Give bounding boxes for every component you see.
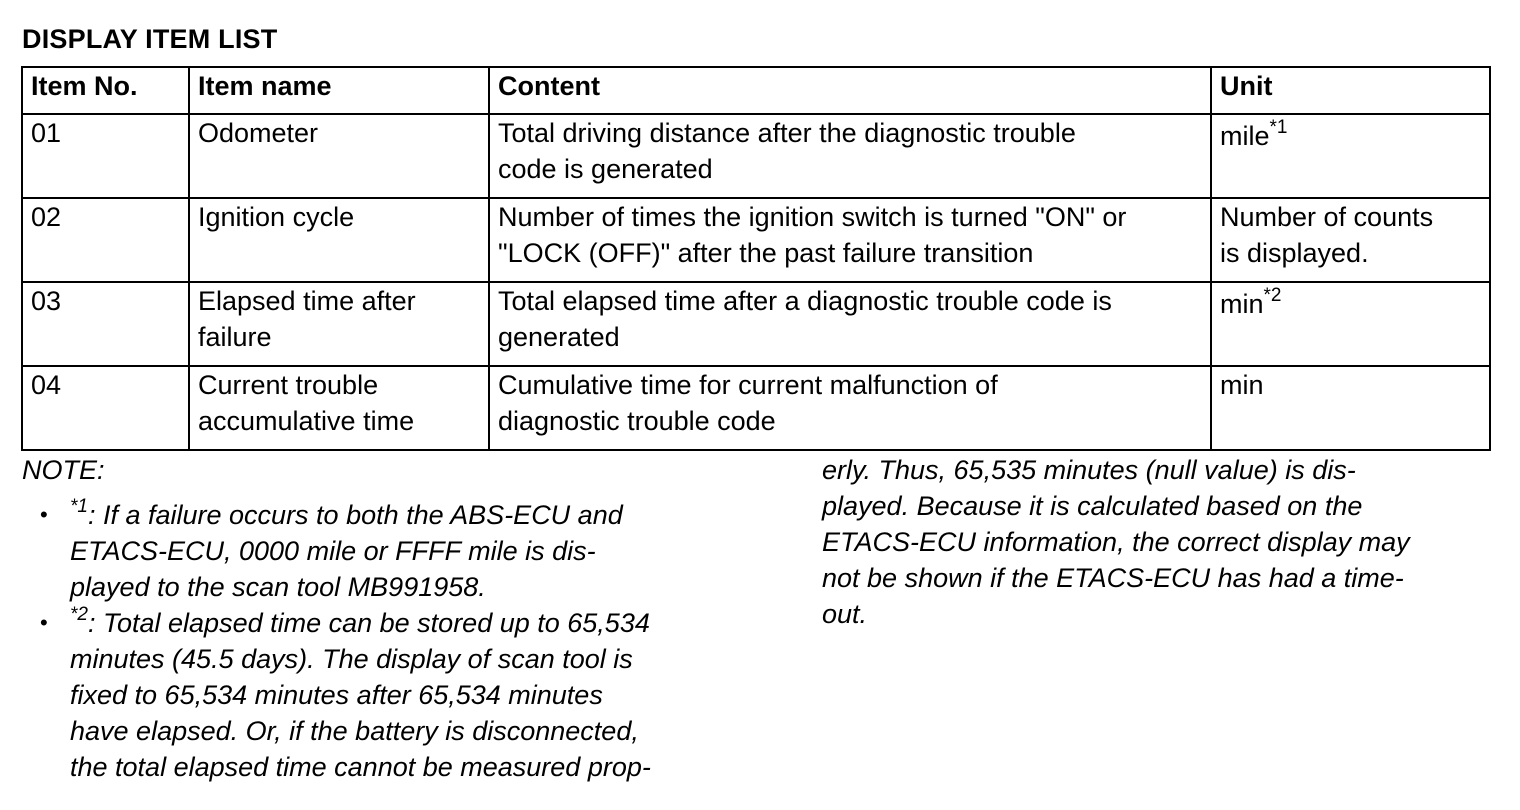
- item-name-cell: Ignition cycle: [188, 197, 490, 283]
- item-no: 01: [31, 118, 62, 148]
- note-line: not be shown if the ETACS-ECU has had a …: [822, 563, 1404, 593]
- note-bullet-text: *2: Total elapsed time can be stored up …: [70, 605, 740, 785]
- unit-text: mile: [1220, 121, 1270, 151]
- unit-cell: mile*1: [1210, 113, 1491, 199]
- header-unit: Unit: [1210, 66, 1491, 115]
- bullet-dot: •: [40, 610, 48, 635]
- item-name: Ignition cycle: [198, 202, 355, 232]
- content-line: Cumulative time for current malfunction …: [498, 370, 998, 400]
- header-content: Content: [488, 66, 1212, 115]
- footnote-marker: *2: [70, 604, 88, 625]
- display-item-table: Item No. Item name Content Unit 01 Odome…: [21, 66, 1491, 451]
- table-row: 03 Elapsed time after failure Total elap…: [21, 281, 1491, 367]
- content-line: Number of times the ignition switch is t…: [498, 202, 1127, 232]
- content-line: Total elapsed time after a diagnostic tr…: [498, 286, 1112, 316]
- content-line: diagnostic trouble code: [498, 406, 776, 436]
- note-line: minutes (45.5 days). The display of scan…: [70, 644, 633, 674]
- content-line: generated: [498, 322, 620, 352]
- item-no-cell: 02: [21, 197, 190, 283]
- content-cell: Total driving distance after the diagnos…: [488, 113, 1212, 199]
- header-item-name: Item name: [188, 66, 490, 115]
- unit-cell: Number of counts is displayed.: [1210, 197, 1491, 283]
- unit-cell: min*2: [1210, 281, 1491, 367]
- note-line: out.: [822, 599, 868, 629]
- note-line: ETACS-ECU, 0000 mile or FFFF mile is dis…: [70, 536, 596, 566]
- item-no: 04: [31, 370, 62, 400]
- note-line: erly. Thus, 65,535 minutes (null value) …: [822, 455, 1356, 485]
- item-no: 02: [31, 202, 62, 232]
- item-name-cell: Elapsed time after failure: [188, 281, 490, 367]
- table-header-row: Item No. Item name Content Unit: [21, 66, 1491, 115]
- table-row: 02 Ignition cycle Number of times the ig…: [21, 197, 1491, 283]
- note-line: the total elapsed time cannot be measure…: [70, 752, 651, 782]
- content-line: "LOCK (OFF)" after the past failure tran…: [498, 238, 1034, 268]
- content-cell: Cumulative time for current malfunction …: [488, 365, 1212, 451]
- item-name: Current trouble: [198, 370, 379, 400]
- item-name-line2: failure: [198, 322, 272, 352]
- unit-text: min: [1220, 289, 1264, 319]
- footnote-marker: *2: [1263, 285, 1282, 306]
- item-name: Elapsed time after: [198, 286, 416, 316]
- note-left-column: • *1: If a failure occurs to both the AB…: [40, 497, 740, 785]
- item-no-cell: 04: [21, 365, 190, 451]
- unit-text: Number of counts: [1220, 202, 1434, 232]
- note-bullet-1: • *1: If a failure occurs to both the AB…: [40, 497, 740, 605]
- unit-text-line2: is displayed.: [1220, 238, 1369, 268]
- note-line: ETACS-ECU information, the correct displ…: [822, 527, 1410, 557]
- table-row: 04 Current trouble accumulative time Cum…: [21, 365, 1491, 451]
- footnote-marker: *1: [70, 496, 88, 517]
- note-line: have elapsed. Or, if the battery is disc…: [70, 716, 639, 746]
- note-line: fixed to 65,534 minutes after 65,534 min…: [70, 680, 603, 710]
- note-text: : Total elapsed time can be stored up to…: [87, 608, 650, 638]
- bullet-dot: •: [40, 502, 48, 527]
- table-row: 01 Odometer Total driving distance after…: [21, 113, 1491, 199]
- item-no: 03: [31, 286, 62, 316]
- content-line: Total driving distance after the diagnos…: [498, 118, 1076, 148]
- note-bullet-text: *1: If a failure occurs to both the ABS-…: [70, 497, 740, 605]
- content-cell: Number of times the ignition switch is t…: [488, 197, 1212, 283]
- item-no-cell: 01: [21, 113, 190, 199]
- note-bullet-2: • *2: Total elapsed time can be stored u…: [40, 605, 740, 785]
- unit-value: min*2: [1220, 286, 1483, 322]
- item-no-cell: 03: [21, 281, 190, 367]
- header-item-no: Item No.: [21, 66, 190, 115]
- note-line: *2: Total elapsed time can be stored up …: [70, 605, 740, 641]
- note-right-column: erly. Thus, 65,535 minutes (null value) …: [822, 452, 1502, 632]
- note-line: played. Because it is calculated based o…: [822, 491, 1363, 521]
- note-line: played to the scan tool MB991958.: [70, 572, 486, 602]
- unit-cell: min: [1210, 365, 1491, 451]
- item-name: Odometer: [198, 118, 319, 148]
- unit-value: mile*1: [1220, 118, 1483, 154]
- content-line: code is generated: [498, 154, 713, 184]
- note-line: *1: If a failure occurs to both the ABS-…: [70, 497, 740, 533]
- unit-text: min: [1220, 370, 1264, 400]
- note-heading: NOTE:: [22, 455, 105, 485]
- footnote-marker: *1: [1269, 117, 1288, 138]
- page-title: DISPLAY ITEM LIST: [22, 24, 278, 54]
- item-name-cell: Current trouble accumulative time: [188, 365, 490, 451]
- item-name-line2: accumulative time: [198, 406, 415, 436]
- note-text: : If a failure occurs to both the ABS-EC…: [87, 500, 623, 530]
- item-name-cell: Odometer: [188, 113, 490, 199]
- content-cell: Total elapsed time after a diagnostic tr…: [488, 281, 1212, 367]
